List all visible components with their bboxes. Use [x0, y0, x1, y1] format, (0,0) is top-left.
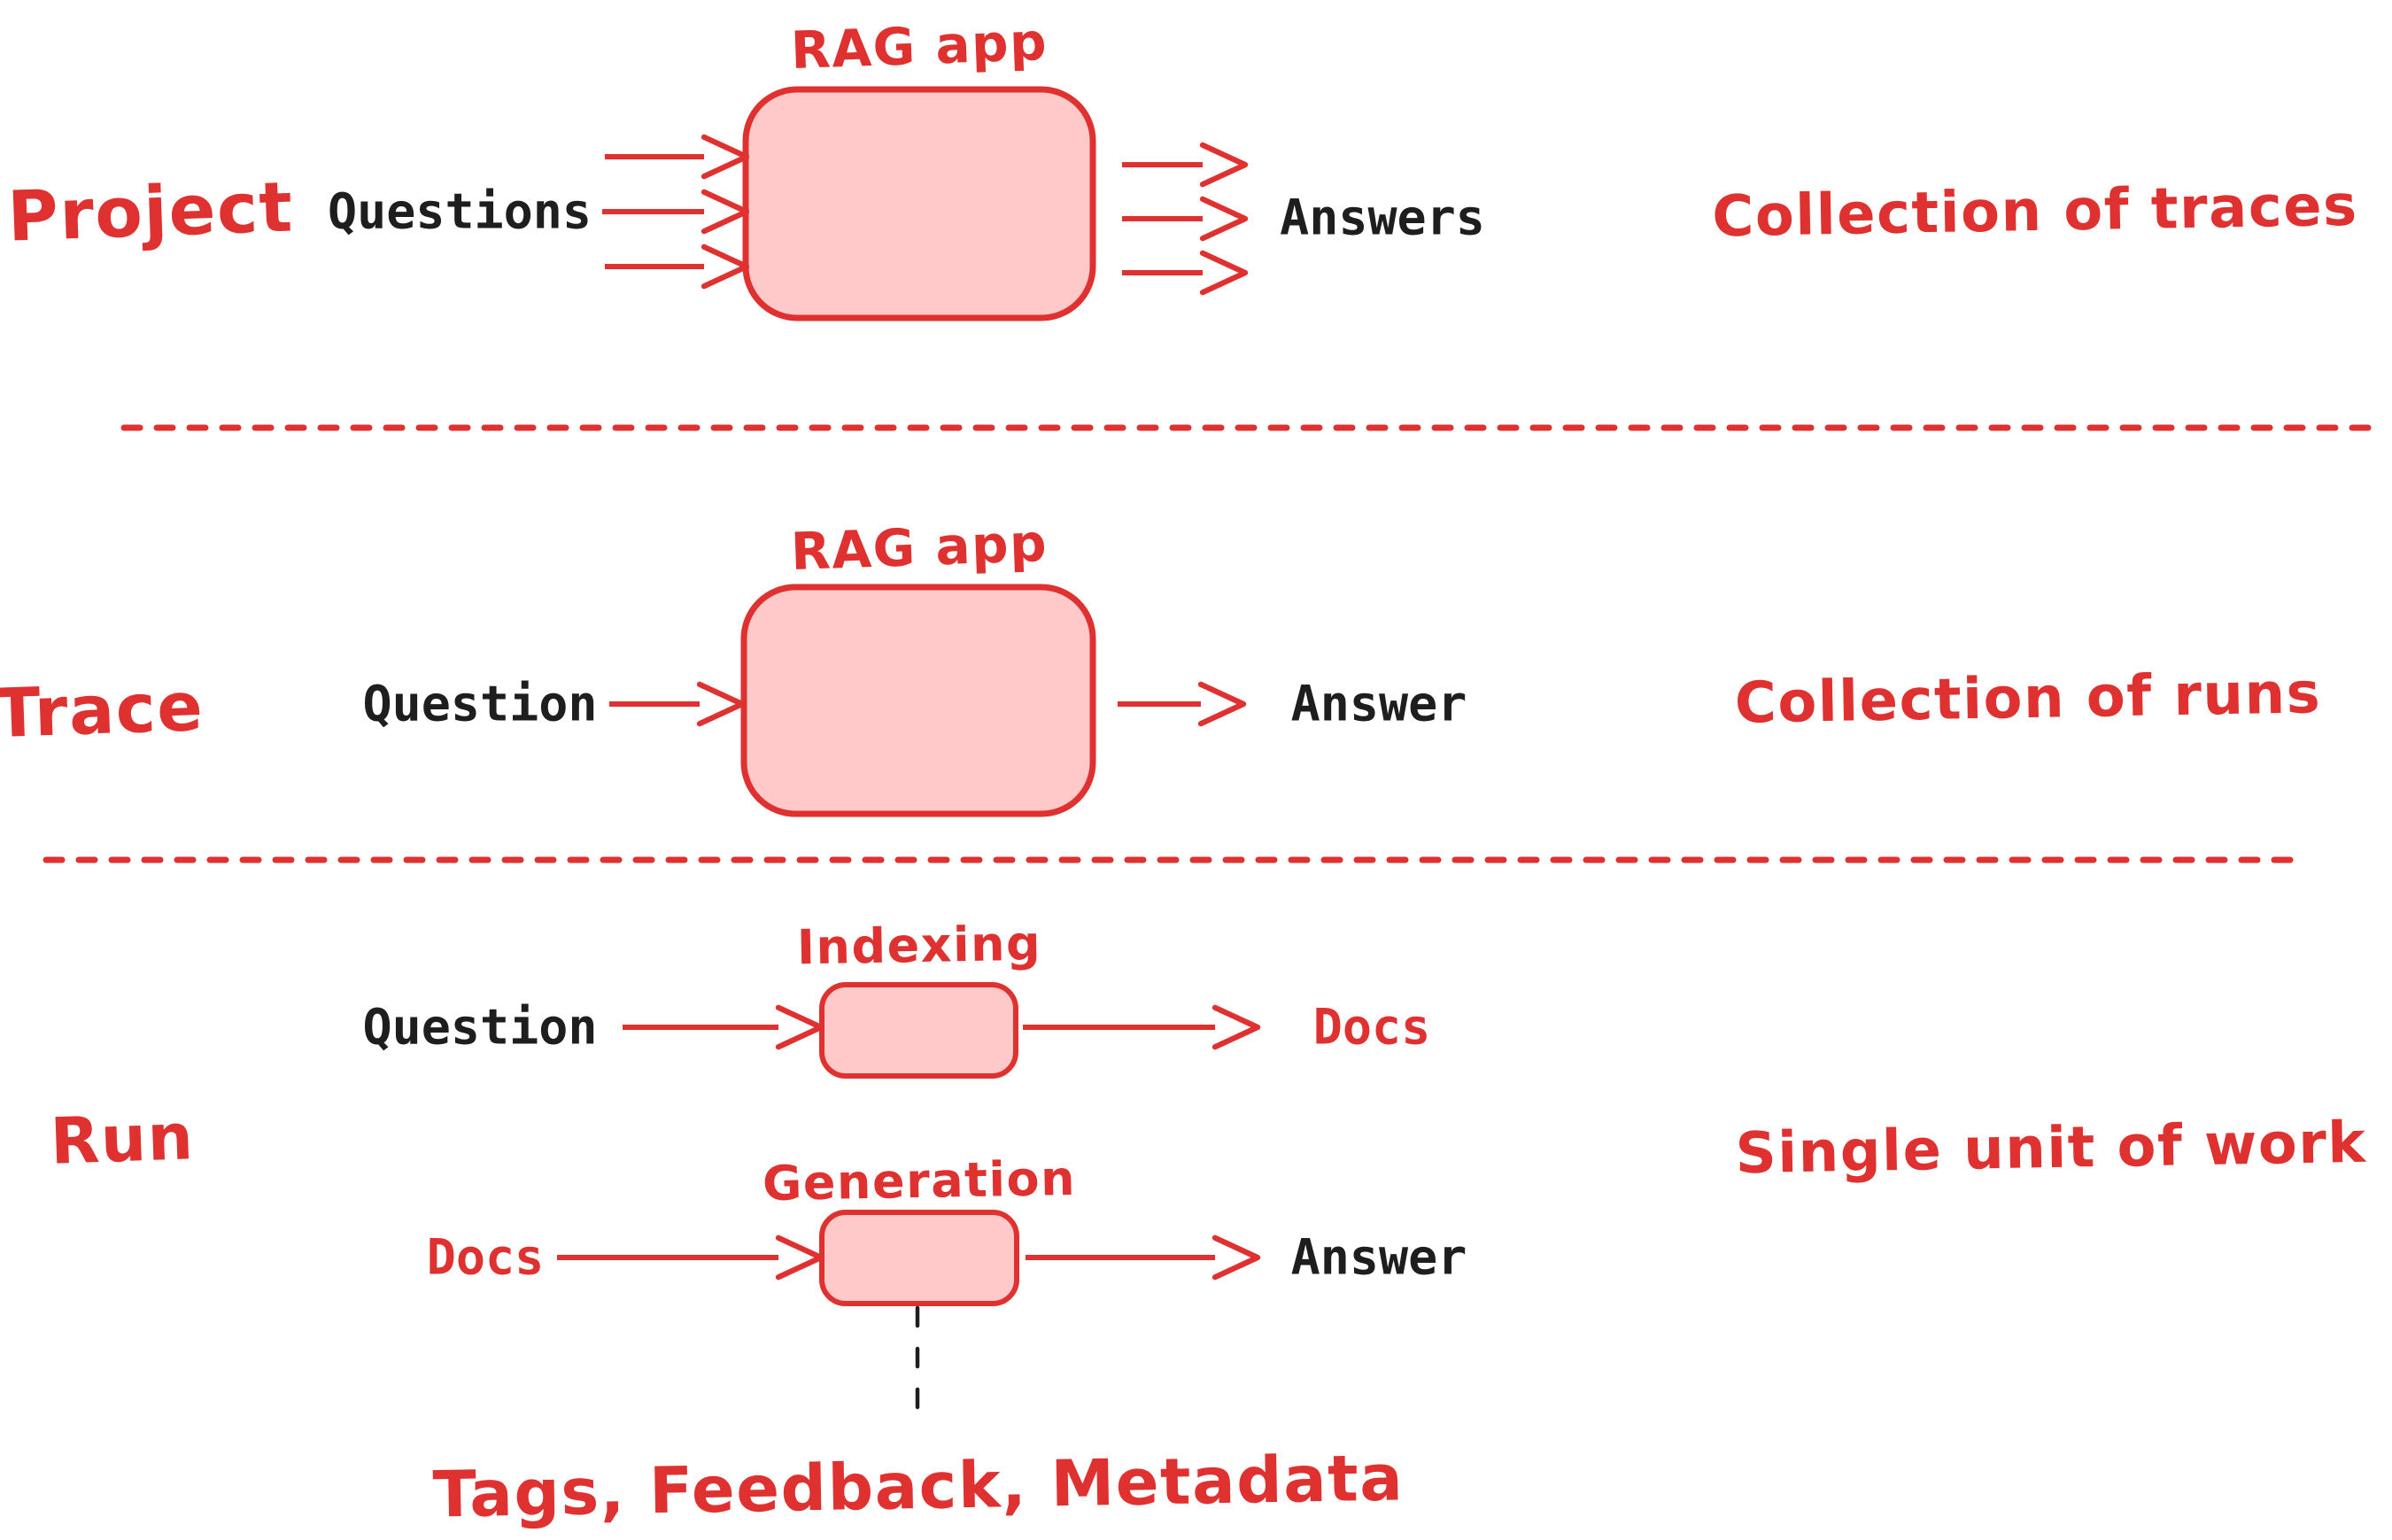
generation-box-title: Generation: [762, 1149, 1077, 1212]
project-rag-app-box: [742, 86, 1096, 321]
run-note: Single unit of work: [1735, 1110, 2367, 1188]
project-box-title: RAG app: [789, 11, 1049, 81]
run-annotation: Tags, Feedback, Metadata: [432, 1440, 1405, 1532]
trace-note: Collection of runs: [1734, 661, 2322, 737]
indexing-box: [819, 982, 1018, 1079]
project-note: Collection of traces: [1711, 173, 2359, 251]
trace-input-label: Question: [362, 675, 598, 732]
generation-box: [819, 1210, 1019, 1306]
trace-output-label: Answer: [1290, 675, 1467, 732]
trace-box-title: RAG app: [789, 512, 1049, 583]
generation-output-label: Answer: [1290, 1228, 1467, 1286]
trace-rag-app-box: [740, 584, 1096, 817]
trace-row-label: Trace: [0, 666, 205, 754]
run-row-label: Run: [49, 1099, 196, 1179]
indexing-input-label: Question: [362, 998, 598, 1056]
indexing-output-label: Docs: [1312, 998, 1431, 1056]
project-output-label: Answers: [1280, 189, 1485, 246]
project-row-label: Project: [6, 167, 295, 258]
indexing-box-title: Indexing: [796, 915, 1042, 976]
project-input-label: Questions: [327, 182, 592, 240]
generation-input-label: Docs: [426, 1228, 545, 1286]
